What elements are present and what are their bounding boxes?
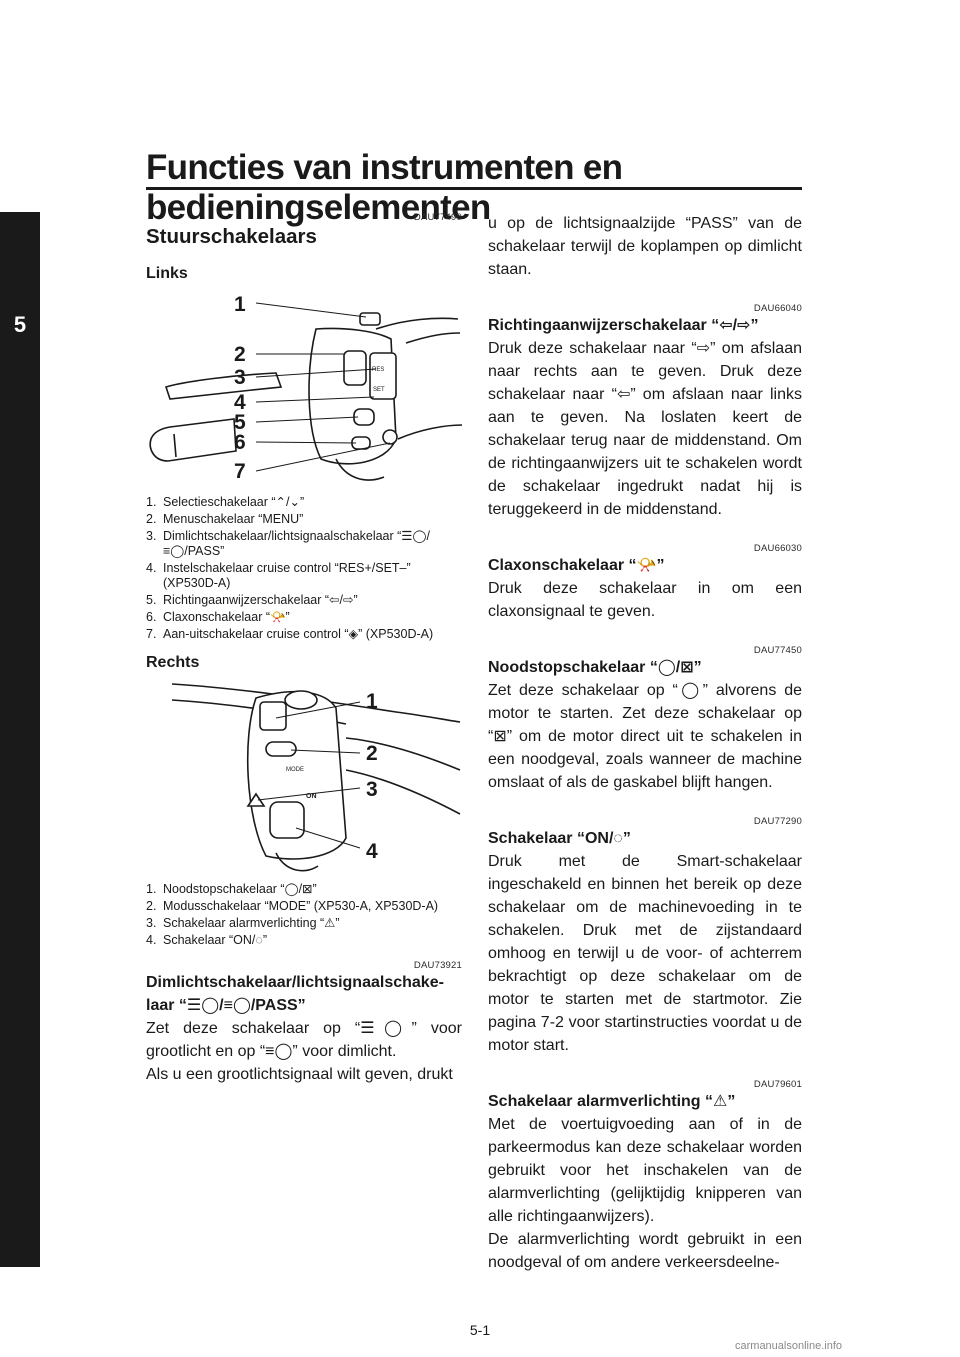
top-knob — [284, 690, 318, 710]
legend-links: 1.Selectieschakelaar “⌃/⌄” 2.Menuschakel… — [146, 495, 462, 642]
callout-1: 1 — [234, 293, 246, 316]
rechts-heading: Rechts — [146, 654, 200, 671]
section-code: DAU77450 — [753, 645, 802, 656]
alarm-text-2: De alarmverlichting wordt gebruikt in ee… — [488, 1231, 802, 1271]
section-code: DAU77490 — [413, 212, 462, 223]
section-code: DAU66040 — [753, 303, 802, 314]
kill-switch — [259, 701, 287, 731]
list-item: 1.Noodstopschakelaar “◯/⊠” — [146, 882, 317, 896]
mode-switch — [265, 741, 297, 757]
noodstop-title: Noodstopschakelaar “◯/⊠” — [488, 659, 702, 676]
select-switch — [359, 312, 381, 326]
page-number: 5-1 — [469, 1322, 491, 1338]
callout-4: 4 — [234, 391, 246, 414]
section-code: DAU73921 — [413, 960, 462, 971]
page-title: Functies van instrumenten en bedieningse… — [146, 148, 623, 227]
list-item: 4.Schakelaar “ON/◌” — [146, 933, 267, 947]
list-item: 3.Dimlichtschakelaar/lichtsignaalschakel… — [146, 529, 430, 558]
onswitch-text: Druk met de Smart-schakelaar ingeschakel… — [488, 853, 802, 1054]
callout-7: 7 — [234, 460, 246, 483]
cruise-set-switch — [369, 352, 397, 400]
section-code: DAU79601 — [753, 1079, 802, 1090]
dimlicht-text-2: Als u een grootlichtsignaal wilt geven, … — [146, 1066, 453, 1083]
cruise-onoff — [382, 429, 398, 445]
list-item: 2.Menuschakelaar “MENU” — [146, 512, 304, 526]
onswitch-title: Schakelaar “ON/◌” — [488, 830, 631, 847]
callout-3: 3 — [234, 366, 246, 389]
mode-label: MODE — [286, 767, 304, 773]
claxon-text: Druk deze schakelaar in om een claxonsig… — [488, 580, 802, 620]
left-column: DAU77490 Stuurschakelaars Links RES SET — [146, 212, 462, 1086]
left-handlebar-figure: RES SET 1 2 3 4 5 6 7 — [149, 293, 462, 483]
dimlicht-continued: u op de lichtsignaalzijde “PASS” van de … — [488, 215, 802, 278]
list-item: 7.Aan-uitschakelaar cruise control “◈” (… — [146, 627, 434, 641]
legend-rechts: 1.Noodstopschakelaar “◯/⊠” 2.Modusschake… — [146, 882, 462, 948]
on-label: ON — [306, 793, 317, 800]
alarm-text: Met de voertuigvoeding aan of in de park… — [488, 1116, 802, 1225]
list-item: 3.Schakelaar alarmverlichting “⚠” — [146, 916, 340, 930]
callout-5: 5 — [234, 411, 246, 434]
callout-6: 6 — [234, 431, 246, 454]
richting-title: Richtingaanwijzerschakelaar “⇦/⇨” — [488, 317, 759, 334]
list-item: 2.Modusschakelaar “MODE” (XP530-A, XP530… — [146, 899, 439, 913]
right-handlebar-figure: MODE ON 1 2 3 4 — [171, 683, 461, 872]
callout-1: 1 — [366, 690, 378, 713]
noodstop-text: Zet deze schakelaar op “◯” alvorens de m… — [488, 682, 802, 791]
list-item: 1.Selectieschakelaar “⌃/⌄” — [146, 495, 305, 509]
callout-4: 4 — [366, 840, 378, 863]
section-code: DAU66030 — [753, 543, 802, 554]
title-rule — [146, 187, 802, 190]
dimlicht-title: Dimlichtschakelaar/lichtsignaalschake-la… — [146, 974, 444, 1014]
right-column: u op de lichtsignaalzijde “PASS” van de … — [488, 212, 802, 1274]
claxon-title: Claxonschakelaar “📯” — [488, 557, 665, 574]
alarm-title: Schakelaar alarmverlichting “⚠” — [488, 1093, 736, 1110]
callout-3: 3 — [366, 778, 378, 801]
start-button — [269, 801, 305, 839]
set-label: SET — [373, 387, 385, 393]
richting-text: Druk deze schakelaar naar “⇨” om afslaan… — [488, 340, 802, 518]
res-label: RES — [372, 367, 384, 373]
chapter-number: 5 — [13, 312, 27, 337]
lever-shape — [164, 372, 283, 400]
dimlicht-text: Zet deze schakelaar op “☰◯” voor grootli… — [146, 1020, 462, 1060]
grip-shape — [149, 418, 237, 462]
list-item: 5.Richtingaanwijzerschakelaar “⇦/⇨” — [146, 593, 358, 607]
callout-2: 2 — [234, 343, 246, 366]
section-code: DAU77290 — [753, 816, 802, 827]
watermark: carmanualsonline.info — [735, 1340, 843, 1352]
section-title: Stuurschakelaars — [146, 225, 317, 248]
headlight-switch — [343, 350, 367, 386]
list-item: 6.Claxonschakelaar “📯” — [146, 610, 290, 624]
callout-2: 2 — [366, 742, 378, 765]
list-item: 4.Instelschakelaar cruise control “RES+/… — [146, 561, 411, 590]
chapter-tab — [0, 212, 40, 1267]
links-heading: Links — [146, 265, 188, 282]
